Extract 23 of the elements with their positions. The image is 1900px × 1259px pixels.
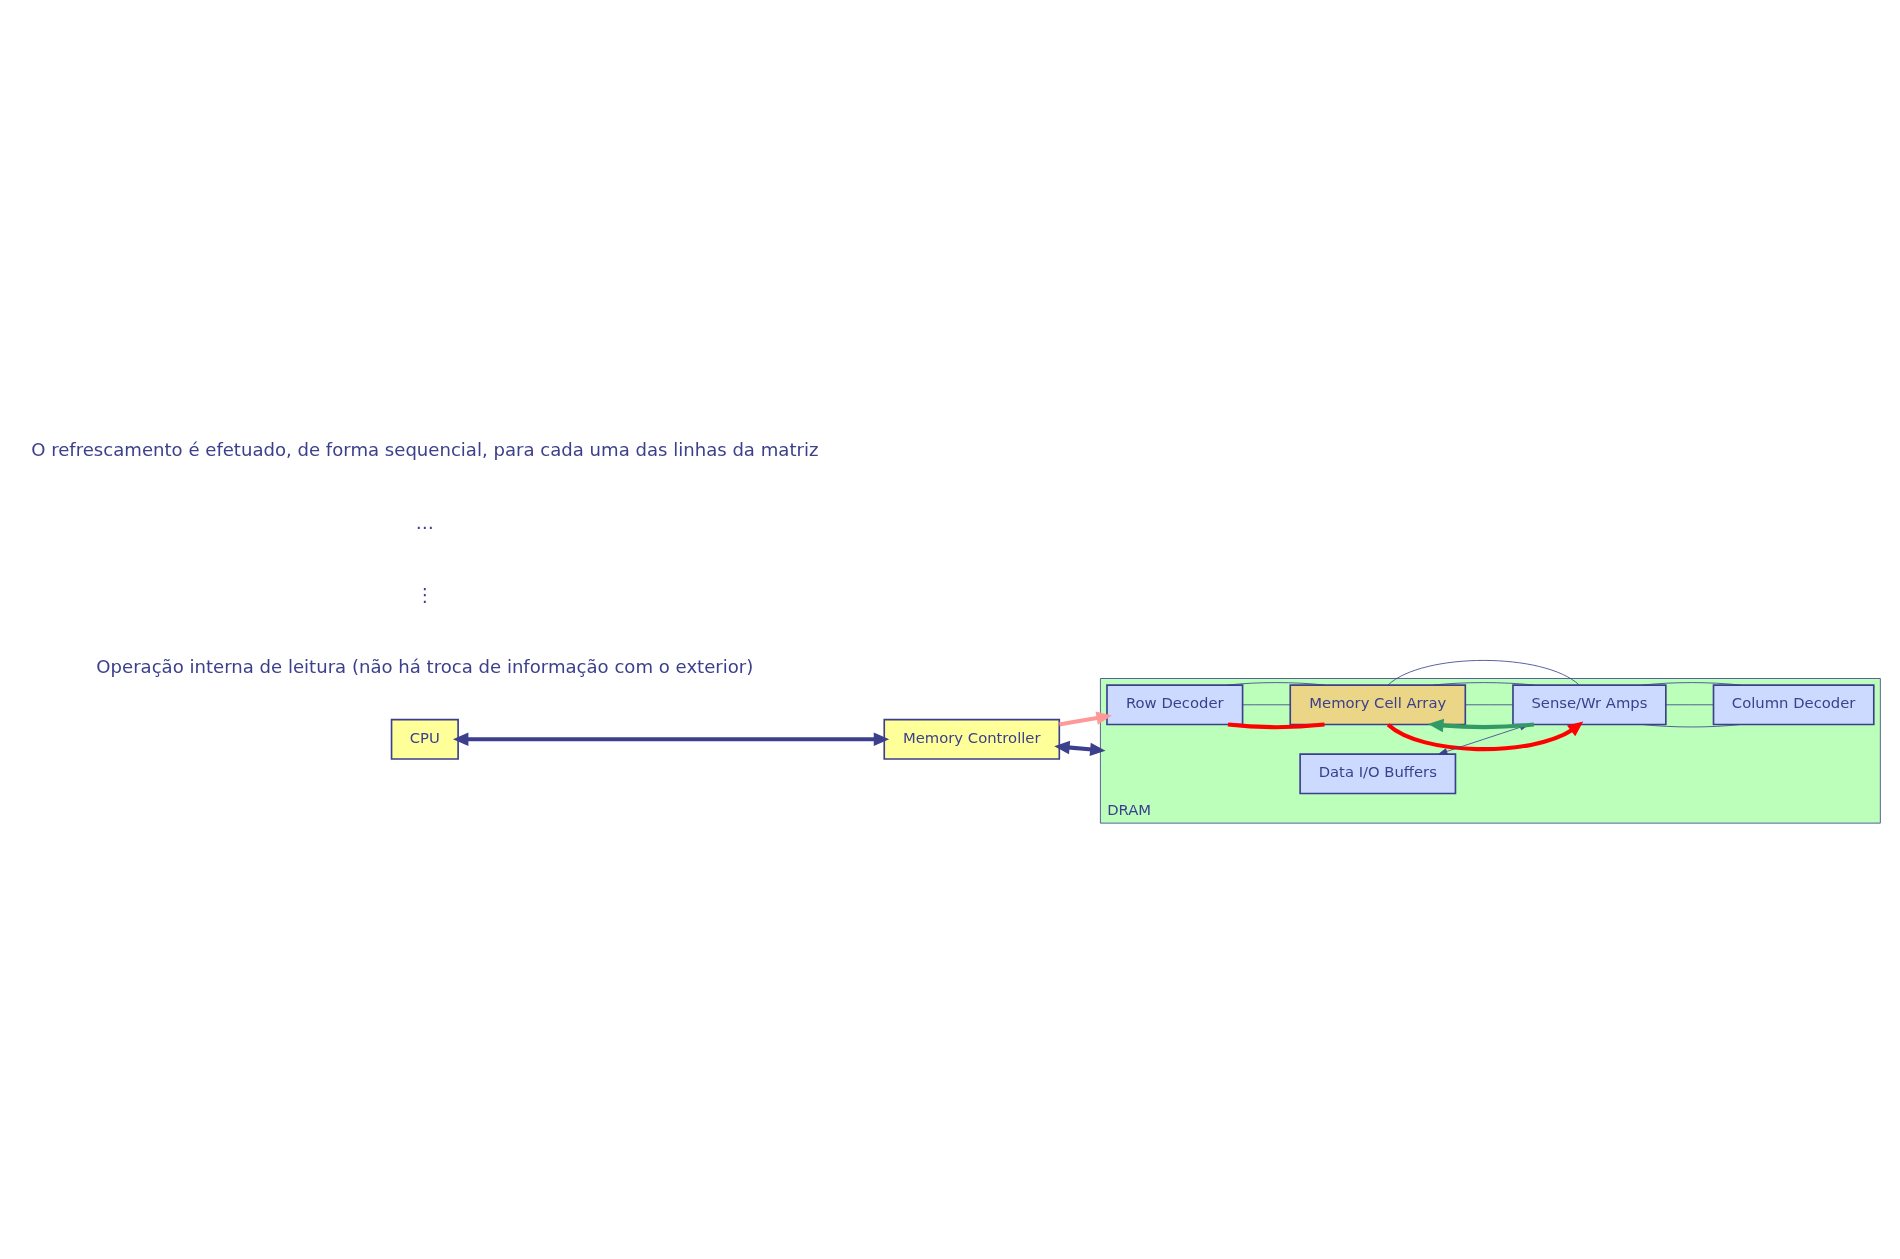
node-box: Column Decoder	[1712, 683, 1875, 725]
connector	[1432, 681, 1535, 685]
node-box: Memory Cell Array	[1289, 683, 1467, 725]
connector	[1227, 681, 1325, 685]
connector	[1642, 723, 1741, 727]
node-box: Sense/Wr Amps	[1512, 683, 1667, 725]
connector	[1465, 703, 1514, 705]
label: Operação interna de leitura (não há troca de informação com o exterior)	[96, 655, 754, 677]
connector	[1242, 703, 1291, 705]
node-box: Data I/O Buffers	[1299, 752, 1457, 794]
node-box: Memory Controller	[883, 718, 1061, 760]
connector	[1387, 659, 1580, 685]
node-box: Row Decoder	[1106, 683, 1244, 725]
arrow	[453, 732, 890, 746]
node-box: CPU	[390, 718, 459, 760]
connector	[1227, 722, 1325, 729]
label: …	[415, 511, 434, 533]
arrow	[1059, 710, 1112, 726]
label: O refrescamento é efetuado, de forma sequencial, para cada uma das linhas da matriz	[31, 438, 819, 460]
label: ⋮	[415, 583, 434, 605]
connector	[1642, 681, 1741, 685]
connector	[1665, 703, 1714, 705]
arrow	[1054, 740, 1106, 756]
